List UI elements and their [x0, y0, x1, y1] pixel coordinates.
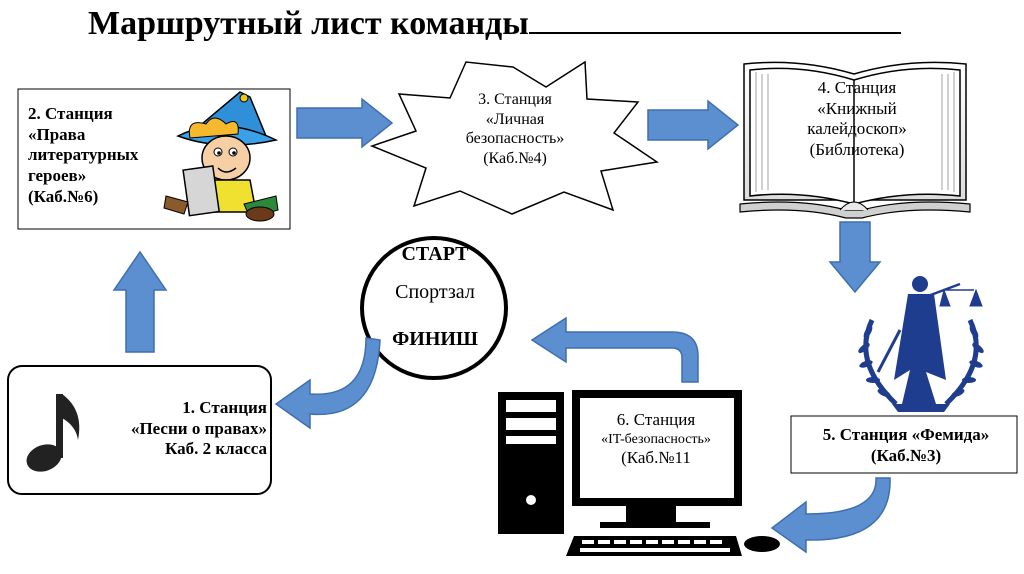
station-3-line-2: «Личная — [485, 110, 545, 128]
station-5-line-2: (Каб.№3) — [870, 445, 942, 465]
station-4-line-3: калейдоскоп» — [807, 119, 907, 139]
station-5-box — [790, 415, 1018, 474]
cartoon-character-icon — [163, 91, 279, 222]
arrow-to-station-3 — [296, 97, 394, 149]
start-finish-circle — [360, 236, 508, 380]
station-6-line-1: 6. Станция — [616, 410, 696, 429]
place-text: Спортзал — [395, 281, 475, 304]
station-3-line-1: 3. Станция — [478, 91, 552, 108]
station-4-line-4: (Библиотека) — [809, 140, 905, 160]
station-3-line-4: (Каб.№4) — [483, 149, 547, 167]
station-4-line-1: 4. Станция — [817, 78, 897, 97]
station-1-box — [7, 365, 272, 495]
themis-emblem-icon — [858, 276, 984, 412]
station-6-label: 6. Станция «IT-безопасность» (Каб.№11 — [578, 410, 734, 469]
start-finish-label: СТАРТ Спортзал ФИНИШ — [362, 242, 508, 351]
page-title: Маршрутный лист команды — [88, 2, 901, 43]
title-text: Маршрутный лист команды — [88, 5, 529, 42]
station-6-line-2: «IT-безопасность» — [601, 431, 711, 447]
station-3-star — [369, 60, 659, 215]
arrow-to-station-5 — [828, 221, 882, 294]
station-5-line-1: 5. Станция «Фемида» — [822, 425, 990, 444]
station-4-line-2: «Книжный — [817, 98, 897, 118]
finish-text: ФИНИШ — [392, 327, 478, 350]
station-1-line-2: «Песни о правах» — [130, 418, 267, 438]
station-2-line-1: 2. Станция — [28, 104, 113, 123]
arrow-to-station-1 — [274, 337, 381, 430]
arrow-to-station-2 — [112, 250, 168, 353]
arrow-to-finish — [530, 316, 699, 383]
team-name-line — [528, 2, 901, 34]
station-1-line-1: 1. Станция — [182, 398, 267, 417]
start-text: СТАРТ — [401, 243, 469, 265]
station-1-line-3: Каб. 2 класса — [165, 439, 267, 459]
computer-icon — [498, 390, 780, 556]
station-2-line-5: (Каб.№6) — [28, 186, 99, 206]
music-note-icon — [26, 394, 80, 472]
station-2-label: 2. Станция «Права литературных героев» (… — [28, 104, 178, 208]
station-2-line-4: героев» — [28, 166, 87, 186]
arrow-to-station-6 — [770, 477, 891, 554]
station-4-label: 4. Станция «Книжный калейдоскоп» (Библио… — [772, 78, 942, 161]
station-5-label: 5. Станция «Фемида» (Каб.№3) — [793, 425, 1019, 466]
station-6-line-3: (Каб.№11 — [621, 447, 691, 467]
station-2-line-3: литературных — [28, 145, 139, 165]
arrow-to-station-4 — [647, 99, 740, 151]
open-book-icon — [739, 61, 971, 219]
station-3-line-3: безопасность» — [465, 130, 565, 148]
station-3-label: 3. Станция «Личная безопасность» (Каб.№4… — [430, 90, 600, 168]
station-1-label: 1. Станция «Песни о правах» Каб. 2 класс… — [62, 398, 267, 460]
station-2-line-2: «Права — [28, 124, 86, 144]
